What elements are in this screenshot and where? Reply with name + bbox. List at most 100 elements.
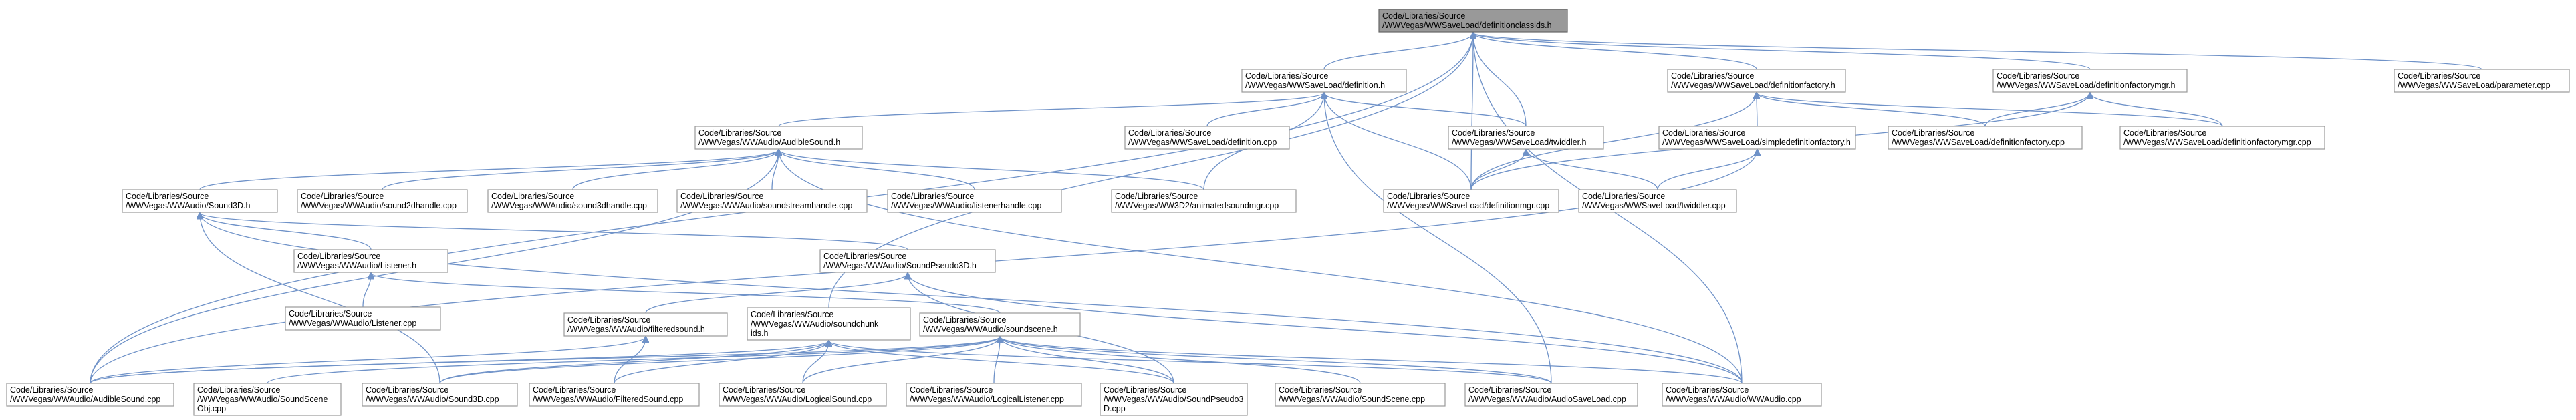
edge-audiblesound-cpp-to-filteredsound-h — [90, 337, 646, 384]
graph-node-sound3d-cpp[interactable]: Code/Libraries/Source/WWVegas/WWAudio/So… — [362, 383, 518, 407]
node-box — [887, 189, 1062, 213]
node-label-line: /WWVegas/WWAudio/LogicalSound.cpp — [723, 395, 872, 404]
graph-node-definitionfactory-cpp[interactable]: Code/Libraries/Source/WWVegas/WWSaveLoad… — [1888, 126, 2083, 150]
edge-listenerhandle-cpp-to-audiblesound-h — [779, 150, 975, 190]
node-label-line: /WWVegas/WWAudio/SoundScene.cpp — [1279, 395, 1425, 404]
edge-soundpseudo3d-h-to-sound3d-h — [200, 213, 908, 250]
node-label-line: /WWVegas/WWAudio/SoundPseudo3D.h — [823, 261, 977, 270]
edge-sound3dhandle-cpp-to-audiblesound-h — [572, 150, 779, 190]
graph-node-filteredsound-cpp[interactable]: Code/Libraries/Source/WWVegas/WWAudio/Fi… — [529, 383, 700, 407]
graph-node-audiblesound-h[interactable]: Code/Libraries/Source/WWVegas/WWAudio/Au… — [694, 126, 863, 150]
node-label-line: /WWVegas/WWSaveLoad/definition.h — [1245, 81, 1385, 90]
graph-node-twiddler-cpp[interactable]: Code/Libraries/Source/WWVegas/WWSaveLoad… — [1578, 189, 1737, 213]
node-box — [293, 249, 448, 273]
edge-soundpseudo3d-cpp-to-soundscene-h — [1000, 337, 1174, 384]
graph-node-definitionmgr-cpp[interactable]: Code/Libraries/Source/WWVegas/WWSaveLoad… — [1383, 189, 1559, 213]
node-label-line: Code/Libraries/Source — [1671, 71, 1754, 81]
node-label-line: Code/Libraries/Source — [289, 309, 372, 319]
edge-sound3d-cpp-to-sound3d-h — [200, 213, 440, 384]
edge-twiddler-h-to-root — [1473, 33, 1527, 127]
edge-audiosaveload-cpp-to-soundchunkids-h — [829, 341, 1552, 384]
node-box — [487, 189, 658, 213]
edge-audiosaveload-cpp-to-soundscene-h — [1000, 337, 1552, 384]
graph-node-logicallistener-cpp[interactable]: Code/Libraries/Source/WWVegas/WWAudio/Lo… — [906, 383, 1082, 407]
node-box — [747, 307, 911, 341]
graph-node-audiblesound-cpp[interactable]: Code/Libraries/Source/WWVegas/WWAudio/Au… — [6, 383, 174, 407]
edge-definitionfactory-cpp-to-definitionfactorymgr-h — [1984, 93, 2090, 127]
graph-node-listenerhandle-cpp[interactable]: Code/Libraries/Source/WWVegas/WWAudio/li… — [887, 189, 1062, 213]
edge-animatedsoundmgr-cpp-to-audiblesound-h — [779, 150, 1204, 190]
graph-node-listener-cpp[interactable]: Code/Libraries/Source/WWVegas/WWAudio/Li… — [285, 306, 441, 331]
edge-definitionfactorymgr-h-to-root — [1473, 33, 2091, 70]
node-box — [694, 126, 863, 150]
graph-node-definitionfactory-h[interactable]: Code/Libraries/Source/WWVegas/WWSaveLoad… — [1667, 69, 1846, 93]
node-label-line: /WWVegas/WWAudio/AudioSaveLoad.cpp — [1468, 395, 1626, 404]
edge-audiblesound-h-to-definition-h — [778, 93, 1324, 127]
graph-node-simpledefinitionfactory-h[interactable]: Code/Libraries/Source/WWVegas/WWSaveLoad… — [1658, 126, 1856, 150]
graph-node-soundscene-cpp[interactable]: Code/Libraries/Source/WWVegas/WWAudio/So… — [1275, 383, 1446, 407]
edge-listener-h-to-sound3d-h — [200, 213, 372, 250]
edge-definitionfactorymgr-cpp-to-definitionfactorymgr-h — [2090, 93, 2223, 127]
graph-node-listener-h[interactable]: Code/Libraries/Source/WWVegas/WWAudio/Li… — [293, 249, 448, 273]
node-label-line: Code/Libraries/Source — [723, 385, 805, 395]
graph-node-parameter-cpp[interactable]: Code/Libraries/Source/WWVegas/WWSaveLoad… — [2394, 69, 2570, 93]
node-box — [122, 189, 278, 213]
graph-node-sound3d-h[interactable]: Code/Libraries/Source/WWVegas/WWAudio/So… — [122, 189, 278, 213]
graph-node-sound3dhandle-cpp[interactable]: Code/Libraries/Source/WWVegas/WWAudio/so… — [487, 189, 658, 213]
graph-node-audiosaveload-cpp[interactable]: Code/Libraries/Source/WWVegas/WWAudio/Au… — [1464, 383, 1638, 407]
graph-node-soundstreamhandle-cpp[interactable]: Code/Libraries/Source/WWVegas/WWAudio/so… — [676, 189, 868, 213]
node-label-line: Code/Libraries/Source — [301, 192, 384, 201]
node-box — [676, 189, 868, 213]
node-box — [297, 189, 468, 213]
edge-definitionfactory-h-to-root — [1473, 33, 1757, 70]
node-label-line: D.cpp — [1104, 404, 1126, 413]
edge-definitionmgr-cpp-to-twiddler-h — [1470, 150, 1526, 190]
node-label-line: /WWVegas/WWAudio/filteredsound.h — [567, 325, 705, 334]
edge-definitionmgr-cpp-to-definition-h — [1324, 93, 1472, 190]
node-box — [1100, 383, 1248, 416]
graph-node-sound2dhandle-cpp[interactable]: Code/Libraries/Source/WWVegas/WWAudio/so… — [297, 189, 468, 213]
node-box — [819, 249, 996, 273]
graph-node-soundpseudo3d-cpp[interactable]: Code/Libraries/Source/WWVegas/WWAudio/So… — [1100, 383, 1248, 416]
node-label-line: Code/Libraries/Source — [1128, 128, 1211, 138]
edge-soundsceneobj-cpp-to-soundscene-h — [267, 337, 1000, 384]
edge-parameter-cpp-to-root — [1473, 33, 2482, 70]
graph-node-soundpseudo3d-h[interactable]: Code/Libraries/Source/WWVegas/WWAudio/So… — [819, 249, 996, 273]
node-label-line: Code/Libraries/Source — [1997, 71, 2079, 81]
node-box — [1578, 189, 1737, 213]
node-label-line: /WWVegas/WWAudio/sound3dhandle.cpp — [491, 201, 647, 210]
graph-node-soundsceneobj-cpp[interactable]: Code/Libraries/Source/WWVegas/WWAudio/So… — [193, 383, 342, 416]
node-label-line: Code/Libraries/Source — [1387, 192, 1470, 201]
node-label-line: Code/Libraries/Source — [1892, 128, 1974, 138]
node-label-line: Code/Libraries/Source — [751, 310, 833, 319]
node-label-line: Code/Libraries/Source — [823, 252, 906, 261]
node-label-line: Code/Libraries/Source — [910, 385, 993, 395]
graph-node-logicalsound-cpp[interactable]: Code/Libraries/Source/WWVegas/WWAudio/Lo… — [719, 383, 887, 407]
node-label-line: Code/Libraries/Source — [297, 252, 380, 261]
graph-node-twiddler-h[interactable]: Code/Libraries/Source/WWVegas/WWSaveLoad… — [1448, 126, 1604, 150]
graph-node-definition-cpp[interactable]: Code/Libraries/Source/WWVegas/WWSaveLoad… — [1124, 126, 1290, 150]
node-label-line: Code/Libraries/Source — [366, 385, 448, 395]
node-box — [285, 306, 441, 331]
node-box — [1111, 189, 1297, 213]
graph-node-soundscene-h[interactable]: Code/Libraries/Source/WWVegas/WWAudio/so… — [919, 312, 1081, 337]
edge-wwaudio-cpp-to-soundpseudo3d-h — [908, 273, 1743, 384]
graph-node-definition-h[interactable]: Code/Libraries/Source/WWVegas/WWSaveLoad… — [1241, 69, 1407, 93]
graph-node-root[interactable]: Code/Libraries/Source/WWVegas/WWSaveLoad… — [1378, 9, 1568, 33]
node-box — [1992, 69, 2188, 93]
graph-node-definitionfactorymgr-cpp[interactable]: Code/Libraries/Source/WWVegas/WWSaveLoad… — [2119, 126, 2325, 150]
graph-node-soundchunkids-h[interactable]: Code/Libraries/Source/WWVegas/WWAudio/so… — [747, 307, 911, 341]
graph-node-definitionfactorymgr-h[interactable]: Code/Libraries/Source/WWVegas/WWSaveLoad… — [1992, 69, 2188, 93]
node-box — [719, 383, 887, 407]
node-label-line: /WWVegas/WWAudio/Sound3D.cpp — [366, 395, 499, 404]
edge-wwaudio-cpp-to-sound3d-h — [200, 213, 1743, 384]
edge-filteredsound-cpp-to-soundchunkids-h — [614, 341, 829, 384]
graph-node-filteredsound-h[interactable]: Code/Libraries/Source/WWVegas/WWAudio/fi… — [563, 312, 728, 337]
node-box — [6, 383, 174, 407]
graph-node-animatedsoundmgr-cpp[interactable]: Code/Libraries/Source/WWVegas/WW3D2/anim… — [1111, 189, 1297, 213]
edge-definition-h-to-root — [1323, 33, 1473, 70]
node-label-line: Code/Libraries/Source — [10, 385, 93, 395]
graph-node-wwaudio-cpp[interactable]: Code/Libraries/Source/WWVegas/WWAudio/WW… — [1662, 383, 1822, 407]
node-label-line: /WWVegas/WWSaveLoad/definitionclassids.h — [1382, 21, 1552, 30]
node-label-line: /WWVegas/WWAudio/FilteredSound.cpp — [533, 395, 683, 404]
